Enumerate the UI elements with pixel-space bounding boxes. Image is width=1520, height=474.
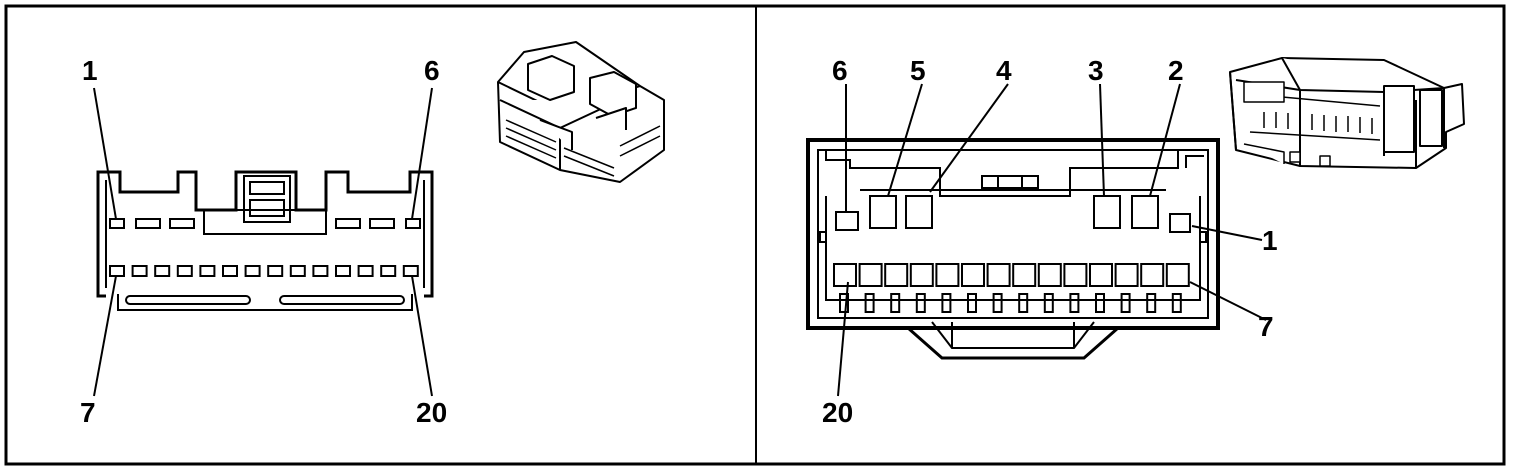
pin: [222, 265, 238, 277]
pin: [858, 263, 883, 287]
pin: [267, 265, 284, 277]
pin: [335, 265, 351, 277]
pin: [1089, 263, 1113, 287]
pin: [905, 195, 933, 229]
pin: [405, 218, 421, 229]
pin: [869, 195, 897, 229]
terminal-slot: [1069, 293, 1080, 313]
left-connector-face: [96, 170, 434, 311]
pin-label-4: 4: [996, 55, 1012, 86]
pin: [1131, 195, 1159, 229]
right-panel: 6 5 4 3 2 1 7 20: [806, 55, 1465, 428]
terminal-slot: [1171, 293, 1182, 313]
pin: [961, 263, 985, 287]
pin-label-1: 1: [1262, 225, 1278, 256]
left-lower-pins: [109, 265, 419, 277]
pin-label-6: 6: [832, 55, 848, 86]
pin: [135, 218, 161, 229]
pin: [1114, 263, 1139, 287]
pin-label-2: 2: [1168, 55, 1184, 86]
pin: [109, 218, 125, 229]
terminal-slot: [1146, 293, 1157, 313]
pin: [380, 265, 397, 277]
pin: [833, 263, 857, 287]
pin: [154, 265, 171, 277]
pin-label-20: 20: [822, 397, 853, 428]
pin: [289, 265, 306, 277]
pin: [244, 265, 261, 277]
pin: [1063, 263, 1088, 287]
terminal-slot: [864, 293, 875, 313]
terminal-slot: [839, 293, 849, 313]
pin: [369, 218, 395, 229]
pin: [357, 265, 374, 277]
pin-label-20: 20: [416, 397, 447, 428]
pin: [199, 265, 216, 277]
right-terminal-slots: [839, 293, 1182, 313]
pin: [835, 211, 859, 231]
pin: [1165, 263, 1190, 287]
terminal-slot: [1095, 293, 1105, 313]
pin: [1140, 263, 1165, 287]
terminal-slot: [915, 293, 926, 313]
terminal-slot: [1043, 293, 1054, 313]
pin-label-7: 7: [80, 397, 96, 428]
pin-label-3: 3: [1088, 55, 1104, 86]
left-leader-lines: [93, 87, 433, 397]
terminal-slot: [1120, 293, 1131, 313]
connector-3d-illustration-left: [497, 41, 665, 183]
terminal-slot: [890, 293, 901, 313]
terminal-slot: [1018, 293, 1029, 313]
connector-3d-illustration-right: [1229, 57, 1465, 169]
right-lower-pins: [833, 263, 1190, 287]
right-connector-face: [806, 138, 1220, 360]
pin: [109, 265, 125, 277]
pin: [935, 263, 960, 287]
right-upper-pins: [835, 195, 1191, 233]
right-top-labels: 6 5 4 3 2: [832, 55, 1184, 86]
pin: [1037, 263, 1062, 287]
pin: [1012, 263, 1037, 287]
pin: [335, 218, 361, 229]
pin: [1169, 213, 1191, 233]
terminal-slot: [992, 293, 1003, 313]
pin: [131, 265, 148, 277]
pin: [312, 265, 329, 277]
left-panel: 1 6 7 20: [80, 41, 665, 428]
pin: [909, 263, 934, 287]
pin-label-5: 5: [910, 55, 926, 86]
pin: [176, 265, 193, 277]
left-upper-pins: [109, 218, 421, 229]
pin-label-6: 6: [424, 55, 440, 86]
pin: [402, 265, 419, 277]
pin: [986, 263, 1011, 287]
pin: [169, 218, 195, 229]
pin-label-1: 1: [82, 55, 98, 86]
pin: [1093, 195, 1121, 229]
pin-label-7: 7: [1258, 311, 1274, 342]
terminal-slot: [941, 293, 952, 313]
right-leader-lines: [837, 83, 1267, 397]
pin: [884, 263, 909, 287]
terminal-slot: [967, 293, 977, 313]
